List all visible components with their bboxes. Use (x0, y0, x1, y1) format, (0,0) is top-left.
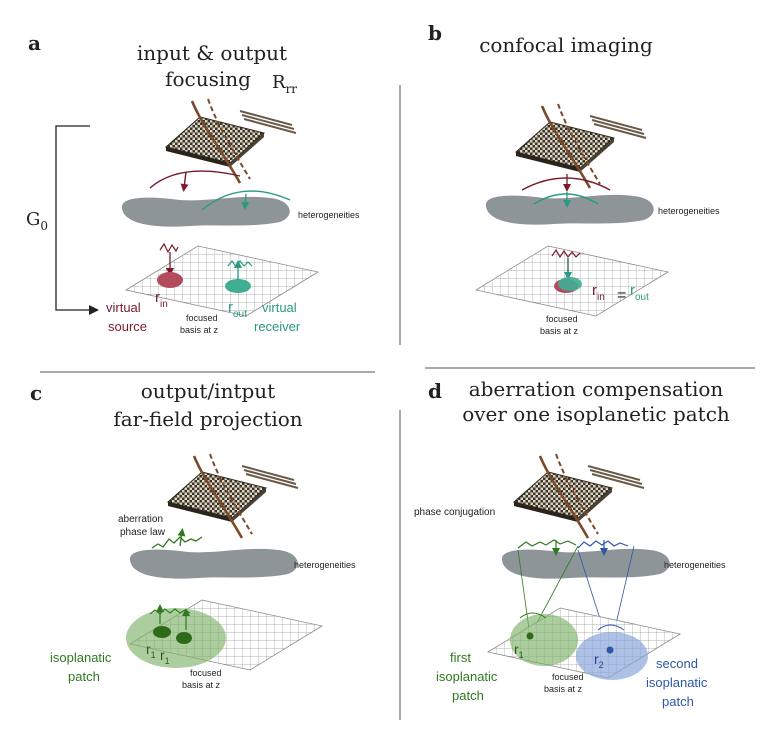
panel-b-equals: = (617, 287, 626, 304)
panel-d-phase-conjugation: phase conjugation (414, 507, 495, 518)
panel-a-title-line1: input & output (137, 41, 287, 65)
panel-b-heterogeneities-label: heterogeneities (658, 206, 720, 216)
panel-c-aberration-arrow (177, 528, 186, 547)
panel-c-heterogeneity-blob (129, 548, 298, 579)
panel-a-virtual-receiver-spot (225, 279, 251, 293)
panel-a-input-arrow (180, 171, 189, 192)
panel-d-second-line3: patch (662, 694, 694, 709)
panel-a-virtual-source-line1: virtual (106, 300, 141, 315)
panel-a-title-line2: focusing (165, 67, 251, 91)
panel-a-probe (164, 97, 298, 185)
panel-c: c output/intput far-field projection het… (30, 379, 356, 690)
panel-d-second-line1: second (656, 656, 698, 671)
panel-a: a input & output focusing Rrr G0 heterog… (26, 31, 360, 335)
panel-a-virtual-receiver-line2: receiver (254, 319, 301, 334)
panel-d-r2-label: r2 (594, 651, 604, 670)
panel-d-heterogeneities-label: heterogeneities (664, 560, 726, 570)
panel-a-r-in: rin (155, 289, 168, 310)
panel-d-r2-dot (606, 646, 614, 654)
panel-c-heterogeneities-label: heterogeneities (294, 560, 356, 570)
panel-b-squiggle (551, 248, 581, 259)
panel-d-blue-wavefront (577, 540, 629, 549)
panel-d-second-patch (576, 632, 648, 680)
panel-a-output-arc (201, 190, 291, 211)
panel-b-title: confocal imaging (479, 33, 653, 57)
panel-a-input-arc (149, 170, 241, 189)
panel-a-virtual-source-line2: source (108, 319, 147, 334)
panel-b-letter: b (428, 21, 442, 45)
panel-c-aberration-law (151, 536, 203, 549)
panel-a-r-out: rout (228, 299, 247, 320)
panel-a-letter: a (28, 31, 41, 55)
panel-d-title-line1: aberration compensation (469, 377, 724, 401)
panel-c-focused-line2: basis at z (182, 680, 221, 690)
panel-b-r-out-label: rout (630, 282, 649, 303)
panel-c-focused-line1: focused (190, 668, 222, 678)
panel-b-output-arc (533, 193, 599, 205)
panel-d-probe (512, 452, 646, 540)
panel-c-aberration-line2: phase law (120, 527, 166, 538)
panel-d-first-line3: patch (452, 688, 484, 703)
panel-d-letter: d (428, 379, 442, 403)
panel-c-spot-2 (176, 632, 192, 644)
panel-b-focused-line1: focused (546, 314, 578, 324)
panel-b-input-arc (521, 177, 611, 191)
panel-c-isoplanatic-line1: isoplanatic (50, 650, 112, 665)
panel-c-probe (166, 452, 300, 540)
panel-a-virtual-source-spot (157, 272, 183, 288)
panel-b: b confocal imaging heterogeneities rin =… (428, 21, 720, 336)
g0-label: G0 (26, 209, 48, 233)
panel-b-r-in-label: rin (592, 282, 605, 303)
panel-d-green-wavefront (517, 539, 577, 549)
panel-d-blue-focus-arc (597, 624, 625, 631)
panel-d-green-focus-arc (519, 612, 547, 619)
panel-d-first-line2: isoplanatic (436, 669, 498, 684)
panel-a-matrix-label: Rrr (272, 72, 297, 96)
panel-d-second-line2: isoplanatic (646, 675, 708, 690)
panel-c-isoplanatic-line2: patch (68, 669, 100, 684)
panel-b-r-out-spot (558, 277, 582, 291)
panel-d-first-line1: first (450, 650, 471, 665)
panel-c-spot-1 (153, 626, 171, 638)
panel-a-heterogeneities-label: heterogeneities (298, 210, 360, 220)
panel-d: d aberration compensation over one isopl… (414, 377, 730, 709)
panel-b-focused-line2: basis at z (540, 326, 579, 336)
panel-d-title-line2: over one isoplanetic patch (462, 402, 730, 426)
panel-c-title-line1: output/intput (141, 379, 275, 403)
panel-b-heterogeneity-blob (485, 194, 654, 225)
panel-c-title-line2: far-field projection (113, 407, 302, 431)
panel-c-r1b-label: r1 (160, 647, 170, 666)
panel-a-focused-line2: basis at z (180, 325, 219, 335)
panel-c-aberration-line1: aberration (118, 514, 163, 525)
panel-d-focused-line2: basis at z (544, 684, 583, 694)
panel-d-first-patch (510, 614, 578, 666)
panel-c-r1-label: r1 (146, 641, 156, 660)
panel-d-focused-line1: focused (552, 672, 584, 682)
g0-bracket (55, 125, 99, 315)
panel-a-focused-line1: focused (186, 313, 218, 323)
panel-a-output-arrow (241, 193, 250, 210)
panel-a-heterogeneity-blob (121, 196, 290, 227)
panel-b-probe (514, 102, 648, 190)
panel-d-r1-dot (526, 632, 534, 640)
panel-d-r1-label: r1 (514, 641, 524, 660)
panel-a-virtual-receiver-line1: virtual (262, 300, 297, 315)
panel-a-source-squiggle (159, 242, 179, 254)
panel-c-letter: c (30, 381, 42, 405)
